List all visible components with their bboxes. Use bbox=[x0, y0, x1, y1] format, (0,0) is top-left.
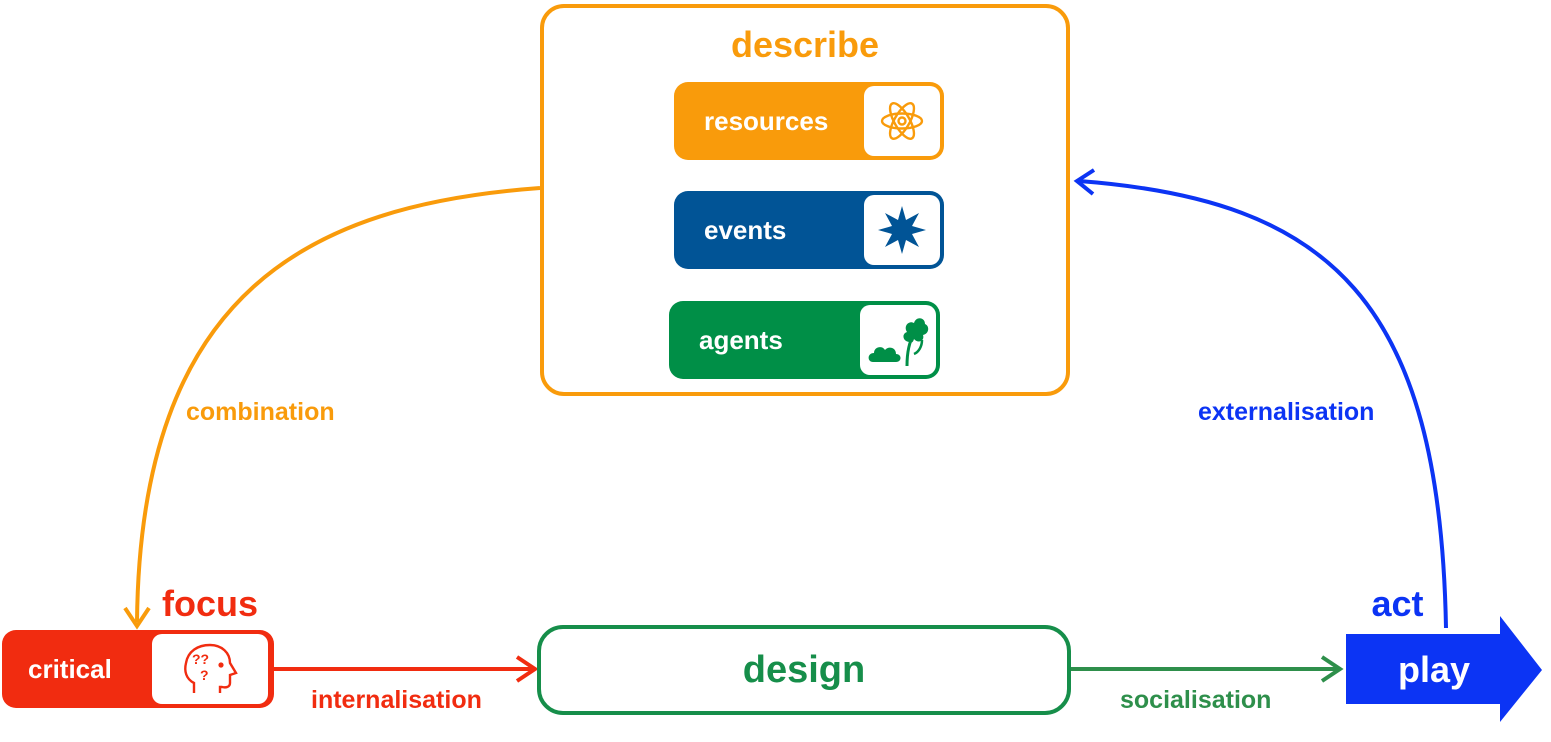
act-title: act bbox=[1371, 583, 1424, 624]
focus-title: focus bbox=[161, 583, 258, 624]
internalisation-label: internalisation bbox=[311, 686, 482, 714]
resources-label: resources bbox=[704, 105, 829, 136]
play-arrow[interactable] bbox=[1344, 614, 1544, 724]
combination-arrowhead bbox=[123, 606, 151, 630]
describe-title: describe bbox=[730, 24, 880, 65]
atom-icon bbox=[864, 86, 940, 156]
play-label: play bbox=[1397, 649, 1471, 690]
combination-arrow bbox=[135, 186, 541, 623]
externalisation-label: externalisation bbox=[1198, 398, 1375, 426]
agents-label: agents bbox=[699, 324, 783, 355]
tree-cloud-icon bbox=[860, 305, 936, 375]
events-pill[interactable]: events bbox=[674, 191, 944, 269]
externalisation-arrow bbox=[1078, 179, 1448, 629]
resources-pill[interactable]: resources bbox=[674, 82, 944, 160]
externalisation-arrowhead bbox=[1073, 168, 1096, 196]
describe-container bbox=[540, 4, 1070, 396]
events-label: events bbox=[704, 214, 787, 245]
socialisation-arrowhead bbox=[1320, 655, 1344, 683]
combination-label: combination bbox=[186, 398, 335, 426]
design-label: design bbox=[742, 648, 866, 691]
svg-text:?: ? bbox=[200, 667, 209, 683]
internalisation-arrowhead bbox=[515, 655, 539, 683]
critical-label: critical bbox=[28, 653, 112, 684]
critical-pill[interactable]: critical ?? ? bbox=[2, 630, 274, 708]
agents-pill[interactable]: agents bbox=[669, 301, 940, 379]
svg-text:??: ?? bbox=[192, 651, 209, 667]
thinking-head-icon: ?? ? bbox=[152, 634, 268, 704]
design-box[interactable]: design bbox=[537, 625, 1071, 715]
socialisation-label: socialisation bbox=[1120, 686, 1272, 714]
starburst-icon bbox=[864, 195, 940, 265]
